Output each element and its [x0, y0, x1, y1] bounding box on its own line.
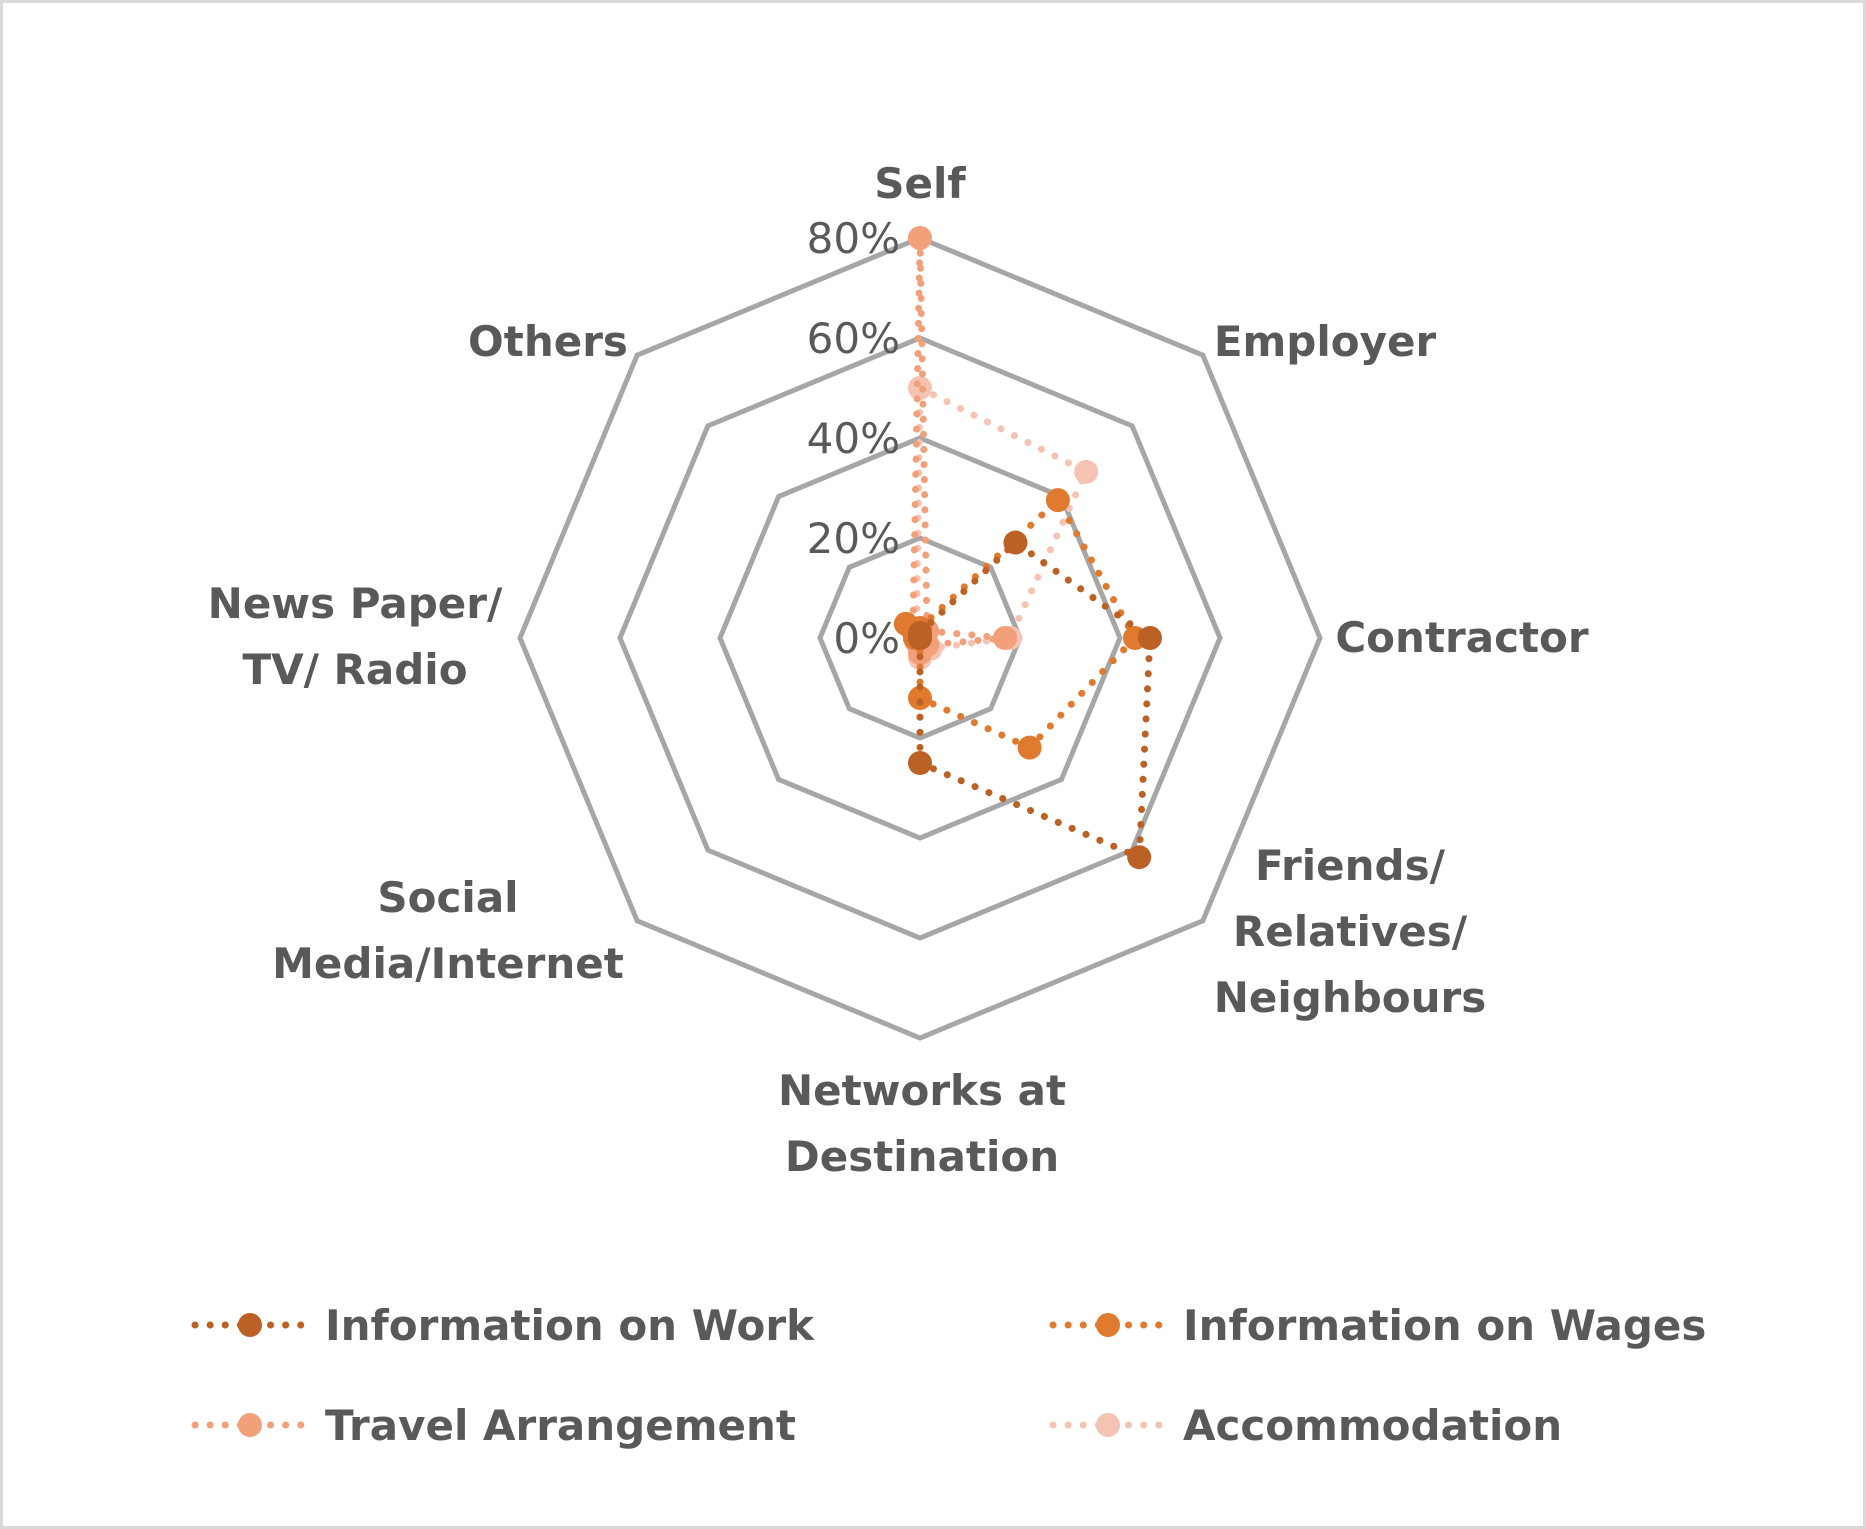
- category-label-line: Neighbours: [1214, 973, 1487, 1022]
- tick-label: 40%: [807, 414, 900, 463]
- category-label: Networks at Destination: [778, 1066, 1066, 1181]
- series-line: [916, 538, 1154, 863]
- category-label-line: TV/ Radio: [242, 645, 467, 694]
- series-group: [893, 226, 1162, 870]
- category-label-line: Media/Internet: [272, 939, 624, 988]
- data-point: [908, 226, 932, 250]
- category-label: Others: [468, 317, 628, 366]
- category-labels: SelfEmployerContractorFriends/Relatives/…: [208, 159, 1589, 1181]
- category-label-line: Relatives/: [1233, 907, 1468, 956]
- tick-label: 20%: [807, 514, 900, 563]
- category-label: Friends/Relatives/Neighbours: [1214, 841, 1487, 1022]
- data-point: [908, 751, 932, 775]
- series-information-on-work: [908, 530, 1162, 870]
- category-label-line: Employer: [1214, 317, 1437, 366]
- category-label-line: News Paper/: [208, 579, 503, 628]
- legend-label: Information on Wages: [1183, 1301, 1706, 1350]
- series-line: [911, 382, 1091, 665]
- series-line: [909, 237, 1006, 660]
- legend-marker: [238, 1313, 262, 1337]
- legend-item: Information on Work: [191, 1301, 815, 1350]
- category-label-line: Contractor: [1335, 613, 1589, 662]
- legend-label: Information on Work: [325, 1301, 815, 1350]
- category-label-line: Social: [377, 873, 518, 922]
- tick-label: 80%: [807, 214, 900, 263]
- grid-ring: [617, 335, 1223, 941]
- data-point: [1017, 735, 1042, 760]
- data-point: [1003, 530, 1028, 555]
- grid-ring: [717, 435, 1123, 841]
- grid-ring: [517, 235, 1323, 1041]
- data-point: [1127, 845, 1152, 870]
- legend-marker: [238, 1413, 262, 1437]
- legend-marker: [1096, 1313, 1120, 1337]
- grid-ring: [817, 535, 1023, 741]
- category-label: Self: [874, 159, 966, 208]
- grid-rings: [517, 235, 1323, 1041]
- legend-label: Accommodation: [1183, 1401, 1562, 1450]
- data-point: [993, 626, 1017, 650]
- category-label-line: Destination: [785, 1132, 1059, 1181]
- category-label: Employer: [1214, 317, 1437, 366]
- data-point: [1045, 488, 1070, 513]
- category-label: News Paper/TV/ Radio: [208, 579, 503, 694]
- category-label: Contractor: [1335, 613, 1589, 662]
- data-point: [908, 686, 932, 710]
- tick-label: 60%: [807, 314, 900, 363]
- legend-marker: [1096, 1413, 1120, 1437]
- tick-label: 0%: [833, 614, 900, 663]
- data-point: [908, 626, 932, 650]
- category-label-line: Friends/: [1255, 841, 1446, 890]
- legend: Information on Work Information on WagesT…: [191, 1301, 1706, 1450]
- data-point: [1074, 459, 1099, 484]
- data-point: [1138, 626, 1162, 650]
- legend-item: Accommodation: [1049, 1401, 1562, 1450]
- category-label-line: Self: [874, 159, 966, 208]
- category-label-line: Networks at: [778, 1066, 1066, 1115]
- category-label-line: Others: [468, 317, 628, 366]
- tick-labels: 0% 20% 40% 60% 80%: [807, 214, 900, 663]
- series-travel-arrangement: [900, 226, 1017, 665]
- legend-item: Information on Wages: [1049, 1301, 1706, 1350]
- legend-label: Travel Arrangement: [325, 1401, 796, 1450]
- legend-item: Travel Arrangement: [191, 1401, 796, 1450]
